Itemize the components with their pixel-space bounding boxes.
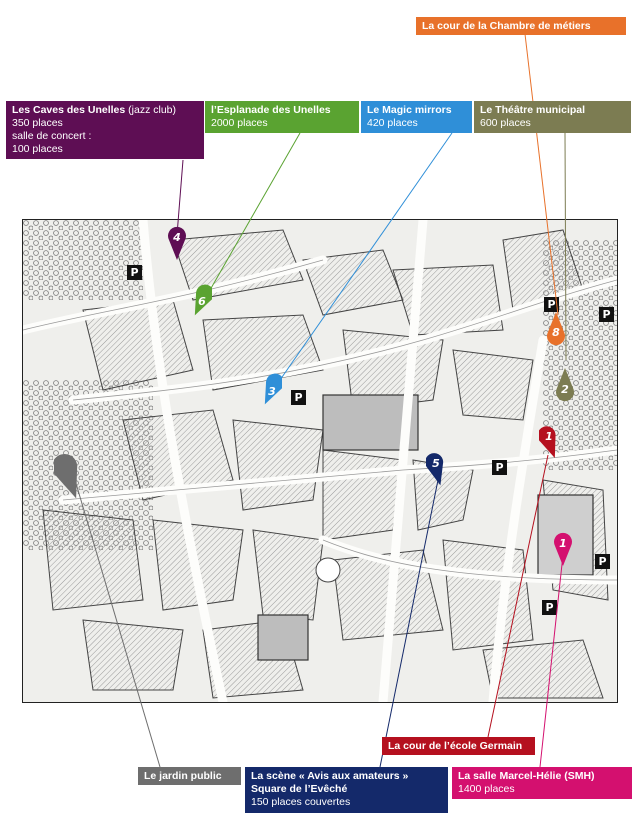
label-jardin[interactable]: Le jardin public	[138, 767, 241, 785]
pin-scene[interactable]: 5	[426, 452, 446, 486]
label-caves-capacity: 350 places	[12, 117, 63, 129]
label-smh[interactable]: La salle Marcel-Hélie (SMH) 1400 places	[452, 767, 632, 799]
pin-germain[interactable]: 1	[539, 425, 559, 459]
label-magic-capacity: 420 places	[367, 117, 418, 129]
label-smh-capacity: 1400 places	[458, 783, 515, 795]
label-magic[interactable]: Le Magic mirrors 420 places	[361, 101, 472, 133]
label-germain[interactable]: La cour de l’école Germain	[382, 737, 535, 755]
label-scene-title: La scène « Avis aux amateurs »	[251, 770, 409, 782]
label-chambre-title: La cour de la Chambre de métiers	[422, 20, 591, 32]
pin-theatre[interactable]: 2	[555, 368, 575, 402]
label-esplanade-title: l’Esplanade des Unelles	[211, 104, 331, 116]
label-theatre-capacity: 600 places	[480, 117, 531, 129]
parking-icon: P	[542, 600, 557, 615]
park-area	[23, 220, 143, 300]
pin-smh[interactable]: 1	[553, 532, 573, 566]
label-jardin-title: Le jardin public	[144, 770, 222, 782]
label-caves-concert-capacity: 100 places	[12, 143, 63, 155]
label-esplanade[interactable]: l’Esplanade des Unelles 2000 places	[205, 101, 359, 133]
parking-icon: P	[492, 460, 507, 475]
church-building	[257, 614, 309, 661]
label-esplanade-capacity: 2000 places	[211, 117, 268, 129]
label-caves[interactable]: Les Caves des Unelles (jazz club) 350 pl…	[6, 101, 204, 159]
parking-icon: P	[595, 554, 610, 569]
town-map[interactable]: P P P P P P P	[22, 219, 618, 703]
label-scene-location: Square de l’Evêché	[251, 783, 348, 795]
parking-icon: P	[127, 265, 142, 280]
pin-caves[interactable]: 4	[167, 226, 187, 260]
label-smh-title: La salle Marcel-Hélie (SMH)	[458, 770, 595, 782]
roundabout	[315, 557, 341, 583]
label-chambre[interactable]: La cour de la Chambre de métiers	[416, 17, 626, 35]
pin-esplanade[interactable]: 6	[192, 283, 212, 317]
label-magic-title: Le Magic mirrors	[367, 104, 452, 116]
pin-magic[interactable]: 3	[262, 372, 282, 406]
parking-icon: P	[599, 307, 614, 322]
label-caves-suffix: (jazz club)	[125, 104, 176, 116]
label-theatre[interactable]: Le Théâtre municipal 600 places	[474, 101, 631, 133]
label-caves-concert: salle de concert :	[12, 130, 92, 142]
label-germain-title: La cour de l’école Germain	[388, 740, 523, 752]
label-scene[interactable]: La scène « Avis aux amateurs » Square de…	[245, 767, 448, 813]
label-scene-capacity: 150 places couvertes	[251, 796, 351, 808]
label-theatre-title: Le Théâtre municipal	[480, 104, 586, 116]
parking-icon: P	[544, 297, 559, 312]
parking-icon: P	[291, 390, 306, 405]
label-caves-title: Les Caves des Unelles	[12, 104, 126, 116]
map-drawing	[23, 220, 617, 702]
pin-chambre[interactable]: 8	[546, 312, 566, 346]
pin-jardin[interactable]	[54, 452, 82, 500]
